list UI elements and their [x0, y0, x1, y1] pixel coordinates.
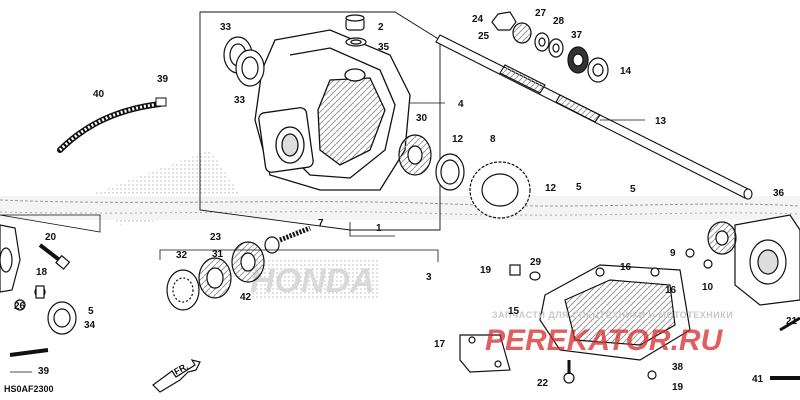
callout-15: 15: [508, 306, 520, 317]
callout-labels: 33 33 2 35 24 25 27 28 37 14 39 40 4 13 …: [14, 8, 798, 393]
callout-28: 28: [553, 16, 565, 27]
callout-5: 5: [576, 182, 582, 193]
callout-7: 7: [318, 218, 324, 229]
callout-23: 23: [210, 232, 222, 243]
left-housing: [0, 224, 21, 293]
callout-8: 8: [490, 134, 496, 145]
callout-5: 5: [630, 184, 636, 195]
callout-5: 5: [88, 306, 94, 317]
callout-32: 32: [176, 250, 188, 261]
watermark-site-text: PEREKATOR.RU: [485, 324, 724, 357]
callout-40: 40: [93, 89, 105, 100]
callout-18: 18: [36, 267, 48, 278]
callout-16: 16: [665, 285, 677, 296]
callout-30: 30: [416, 113, 428, 124]
callout-37: 37: [571, 30, 583, 41]
final-gear-case: [254, 29, 411, 191]
left-fasteners: [9, 243, 77, 357]
pinion-assembly: [166, 225, 311, 311]
bearing-holder-36: [707, 214, 800, 306]
callout-10: 10: [702, 282, 714, 293]
right-fasteners: [685, 248, 800, 380]
callout-35: 35: [378, 42, 390, 53]
ring-gear-assembly: [398, 134, 531, 219]
callout-4: 4: [458, 99, 464, 110]
breather-tube-40: [57, 97, 167, 153]
callout-33: 33: [234, 95, 246, 106]
callout-25: 25: [478, 31, 490, 42]
callout-27: 27: [535, 8, 547, 19]
front-direction-label: FR.: [172, 361, 189, 377]
honda-watermark-text: HONDA: [250, 262, 375, 300]
bracket-3: [159, 249, 439, 262]
callout-16: 16: [620, 262, 632, 273]
callout-38: 38: [672, 362, 684, 373]
drive-shaft-13: [435, 34, 753, 200]
callout-20: 20: [45, 232, 57, 243]
bracket-17: [459, 334, 511, 373]
callout-19: 19: [480, 265, 492, 276]
bracket-left: [0, 214, 101, 233]
filler-cap-2: [345, 14, 367, 47]
assembly-bracket-4: [199, 11, 441, 231]
site-watermark: ЗАПЧАСТИ ДЛЯ СПЕЦТЕХНИКИ И МОТОТЕХНИКИ P…: [485, 310, 733, 357]
callout-14: 14: [620, 66, 632, 77]
callout-19: 19: [672, 382, 684, 393]
callout-21: 21: [786, 316, 798, 327]
callout-42: 42: [240, 292, 252, 303]
callout-24: 24: [472, 14, 484, 25]
callout-36: 36: [773, 188, 785, 199]
callout-13: 13: [655, 116, 667, 127]
callout-34: 34: [84, 320, 96, 331]
callout-12: 12: [452, 134, 464, 145]
callout-33: 33: [220, 22, 232, 33]
callout-9: 9: [670, 248, 676, 259]
callout-1: 1: [376, 223, 382, 234]
scan-distortion-band: [0, 196, 800, 220]
diagram-code: HS0AF2300: [4, 384, 54, 394]
watermark-top-text: ЗАПЧАСТИ ДЛЯ СПЕЦТЕХНИКИ И МОТОТЕХНИКИ: [492, 310, 733, 320]
skid-plate-15: [509, 264, 691, 384]
leader-lines: [10, 102, 645, 373]
callout-17: 17: [434, 339, 446, 350]
oil-seal-33: [223, 36, 265, 87]
callout-41: 41: [752, 374, 764, 385]
callout-2: 2: [378, 22, 384, 33]
callout-12: 12: [545, 183, 557, 194]
callout-39: 39: [157, 74, 169, 85]
front-direction-arrow: FR.: [152, 359, 201, 393]
shaft-parts-top: [491, 11, 609, 83]
callout-22: 22: [537, 378, 549, 389]
callout-26: 26: [14, 301, 26, 312]
callout-31: 31: [212, 249, 224, 260]
callout-3: 3: [426, 272, 432, 283]
bracket-1: [349, 222, 395, 237]
callout-39: 39: [38, 366, 50, 377]
callout-29: 29: [530, 257, 542, 268]
